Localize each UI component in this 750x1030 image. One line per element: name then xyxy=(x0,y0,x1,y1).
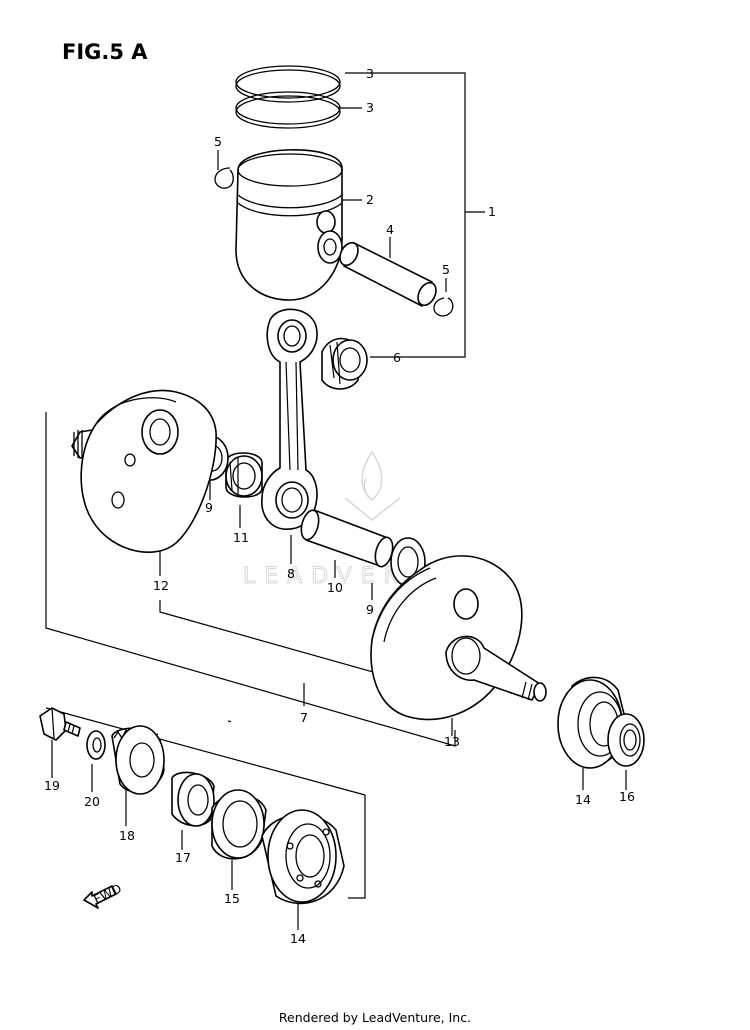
callout-14-right: 14 xyxy=(575,792,591,807)
callout-19: 19 xyxy=(44,778,60,793)
big-end-bearing xyxy=(225,452,263,498)
primary-drive-gear xyxy=(111,725,165,795)
circlip-right xyxy=(433,297,454,317)
piston-pin xyxy=(339,241,437,307)
footer-credit: Rendered by LeadVenture, Inc. xyxy=(278,1010,472,1025)
callout-5-left: 5 xyxy=(214,134,222,149)
washer xyxy=(86,730,106,760)
piston xyxy=(235,149,343,301)
spacer xyxy=(171,771,215,827)
callout-3-upper: 3 xyxy=(366,66,374,81)
callout-10: 10 xyxy=(327,580,343,595)
figure-title: FIG.5 A xyxy=(62,40,148,64)
crank-pin xyxy=(300,509,394,568)
callout-13: 13 xyxy=(444,734,460,749)
callout-14-lower: 14 xyxy=(290,931,306,946)
callout-12: 12 xyxy=(153,578,169,593)
callout-labels: 1 2 3 3 4 5 5 6 7 8 9 9 10 11 12 13 14 1… xyxy=(44,66,635,946)
connecting-rod xyxy=(261,308,318,530)
bolt xyxy=(39,707,81,741)
oil-seal-left xyxy=(211,789,267,860)
callout-18: 18 xyxy=(119,828,135,843)
callout-9-right: 9 xyxy=(366,602,374,617)
callout-17: 17 xyxy=(175,850,191,865)
callout-7: 7 xyxy=(300,710,308,725)
callout-2: 2 xyxy=(366,192,374,207)
callout-20: 20 xyxy=(84,794,100,809)
callout-11: 11 xyxy=(233,530,249,545)
callout-8: 8 xyxy=(287,566,295,581)
callout-5-right: 5 xyxy=(442,262,450,277)
small-end-bearing xyxy=(321,337,368,390)
callout-1: 1 xyxy=(488,204,496,219)
callout-9-left: 9 xyxy=(205,500,213,515)
right-crank-half xyxy=(370,555,547,721)
callout-6: 6 xyxy=(393,350,401,365)
left-crank-half xyxy=(71,389,217,553)
oil-seal-right xyxy=(607,713,645,767)
callout-15: 15 xyxy=(224,891,240,906)
piston-ring-upper xyxy=(235,65,341,103)
fwd-label: FWD xyxy=(91,881,124,907)
piston-ring-lower xyxy=(235,91,341,129)
callout-3-lower: 3 xyxy=(366,100,374,115)
fwd-arrow-icon: FWD xyxy=(83,881,124,909)
circlip-left xyxy=(214,167,234,189)
callout-16: 16 xyxy=(619,789,635,804)
flame-logo-icon xyxy=(344,450,401,521)
callout-4: 4 xyxy=(386,222,394,237)
crankshaft-bearing-lower xyxy=(261,809,345,905)
leader-lines xyxy=(45,72,627,930)
